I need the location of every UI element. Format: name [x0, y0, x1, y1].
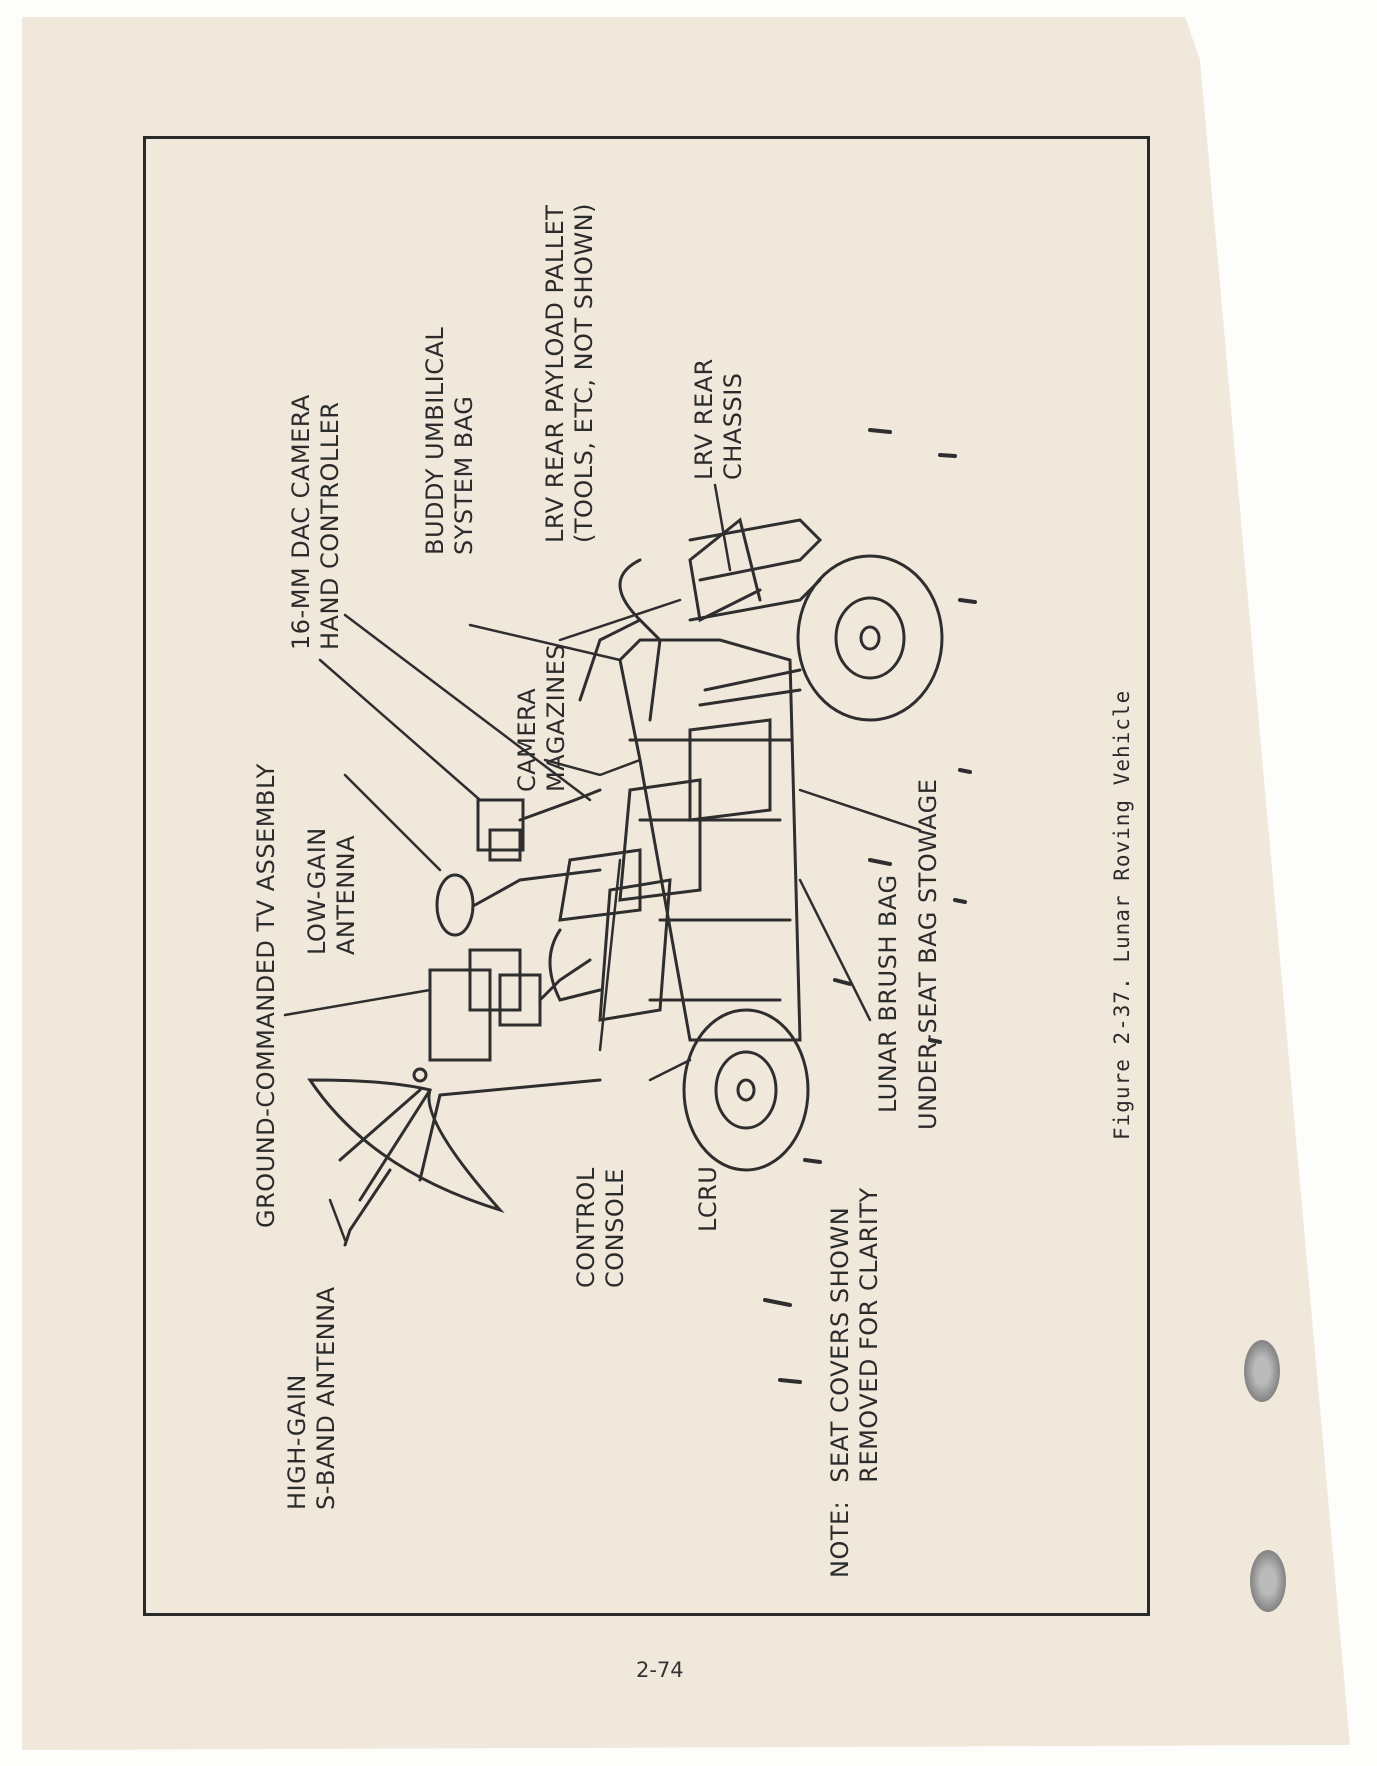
note-label: NOTE: SEAT COVERS SHOWN REMOVED FOR CLAR…	[826, 1187, 884, 1578]
label-line: MAGAZINES	[542, 643, 570, 792]
buddy-umbilical-label: BUDDY UMBILICAL SYSTEM BAG	[421, 327, 479, 555]
label-line: LRV REAR PAYLOAD PALLET	[541, 204, 569, 543]
high-gain-antenna-label: HIGH-GAIN S-BAND ANTENNA	[283, 1286, 341, 1510]
control-console-label: CONTROL CONSOLE	[572, 1167, 630, 1288]
low-gain-antenna-label: LOW-GAIN ANTENNA	[303, 827, 361, 955]
low-gain-antenna	[435, 868, 602, 937]
label-line: LOW-GAIN	[303, 827, 331, 955]
note-line-1: SEAT COVERS SHOWN	[826, 1206, 854, 1483]
label-line: ANTENNA	[332, 834, 360, 955]
lunar-brush-bag-label: LUNAR BRUSH BAG	[874, 874, 903, 1113]
label-line: HAND CONTROLLER	[316, 401, 344, 650]
binder-hole	[1250, 1550, 1286, 1612]
label-line: GROUND-COMMANDED TV ASSEMBLY	[252, 763, 280, 1228]
label-line: BUDDY UMBILICAL	[421, 326, 449, 555]
payload-pallet-label: LRV REAR PAYLOAD PALLET (TOOLS, ETC, NOT…	[541, 203, 599, 543]
label-line: UNDER-SEAT BAG STOWAGE	[914, 778, 942, 1130]
chassis-frame	[578, 517, 823, 1042]
caption-text: Figure 2-37. Lunar Roving Vehicle	[1110, 689, 1134, 1140]
label-line: 16-MM DAC CAMERA	[287, 394, 315, 650]
label-line: HIGH-GAIN	[283, 1374, 311, 1510]
label-line: (TOOLS, ETC, NOT SHOWN)	[570, 203, 598, 543]
under-seat-bag-label: UNDER-SEAT BAG STOWAGE	[914, 779, 943, 1130]
figure-caption: Figure 2-37. Lunar Roving Vehicle	[1108, 690, 1137, 1140]
camera-magazines-label: CAMERA MAGAZINES	[513, 644, 571, 792]
tv-camera	[428, 948, 592, 1062]
page-number: 2-74	[636, 1658, 684, 1682]
label-line: LUNAR BRUSH BAG	[874, 874, 902, 1113]
label-line: CAMERA	[513, 687, 541, 792]
label-line: CHASSIS	[719, 372, 747, 480]
label-line: CONTROL	[572, 1167, 600, 1288]
label-line: LRV REAR	[690, 358, 718, 480]
binder-hole	[1244, 1340, 1280, 1402]
lcru-label: LCRU	[694, 1166, 723, 1232]
label-line: CONSOLE	[601, 1168, 629, 1288]
dac-camera	[476, 788, 602, 862]
figure-frame	[143, 136, 1150, 1616]
label-line: SYSTEM BAG	[450, 395, 478, 555]
tv-assembly-label: GROUND-COMMANDED TV ASSEMBLY	[252, 763, 281, 1228]
note-line-2: REMOVED FOR CLARITY	[855, 1187, 883, 1483]
label-line: LCRU	[694, 1165, 722, 1232]
note-prefix: NOTE:	[826, 1500, 854, 1578]
terrain-marks	[763, 428, 977, 1384]
high-gain-antenna	[307, 1067, 602, 1247]
front-wheel	[682, 1008, 810, 1172]
rear-chassis-label: LRV REAR CHASSIS	[690, 358, 748, 480]
dac-camera-label: 16-MM DAC CAMERA HAND CONTROLLER	[287, 394, 345, 650]
leader-lines	[283, 483, 922, 1242]
label-line: S-BAND ANTENNA	[312, 1286, 340, 1510]
rear-wheel	[618, 554, 944, 722]
